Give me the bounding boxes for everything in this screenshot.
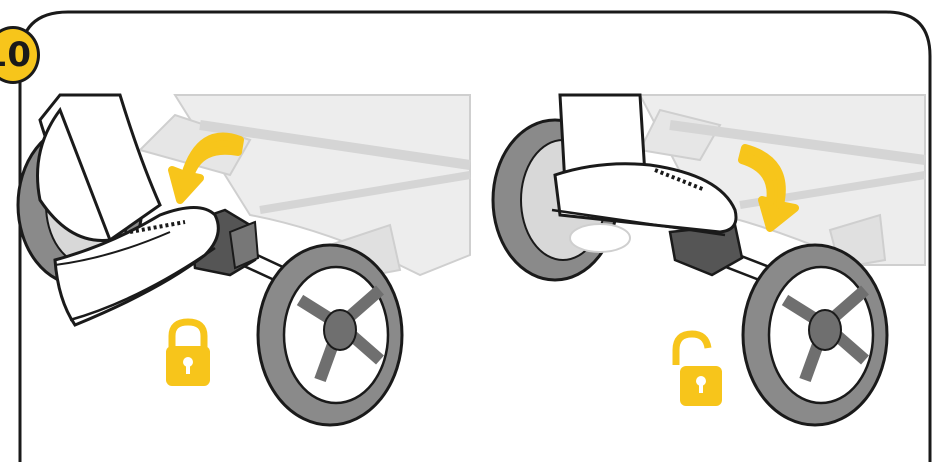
leg-and-shoe-left [36, 93, 220, 327]
stroller-frame-ghost-left [138, 94, 471, 282]
padlock-unlocked-icon [672, 330, 722, 406]
unlock-panel [491, 93, 926, 427]
front-wheel-right [741, 243, 889, 427]
lift-arrow-icon [738, 144, 799, 232]
leg-and-shoe-right [551, 93, 738, 253]
press-arrow-icon [168, 132, 244, 204]
lock-panel [16, 93, 471, 427]
padlock-locked-icon [166, 318, 210, 386]
front-wheel-left [256, 243, 404, 427]
